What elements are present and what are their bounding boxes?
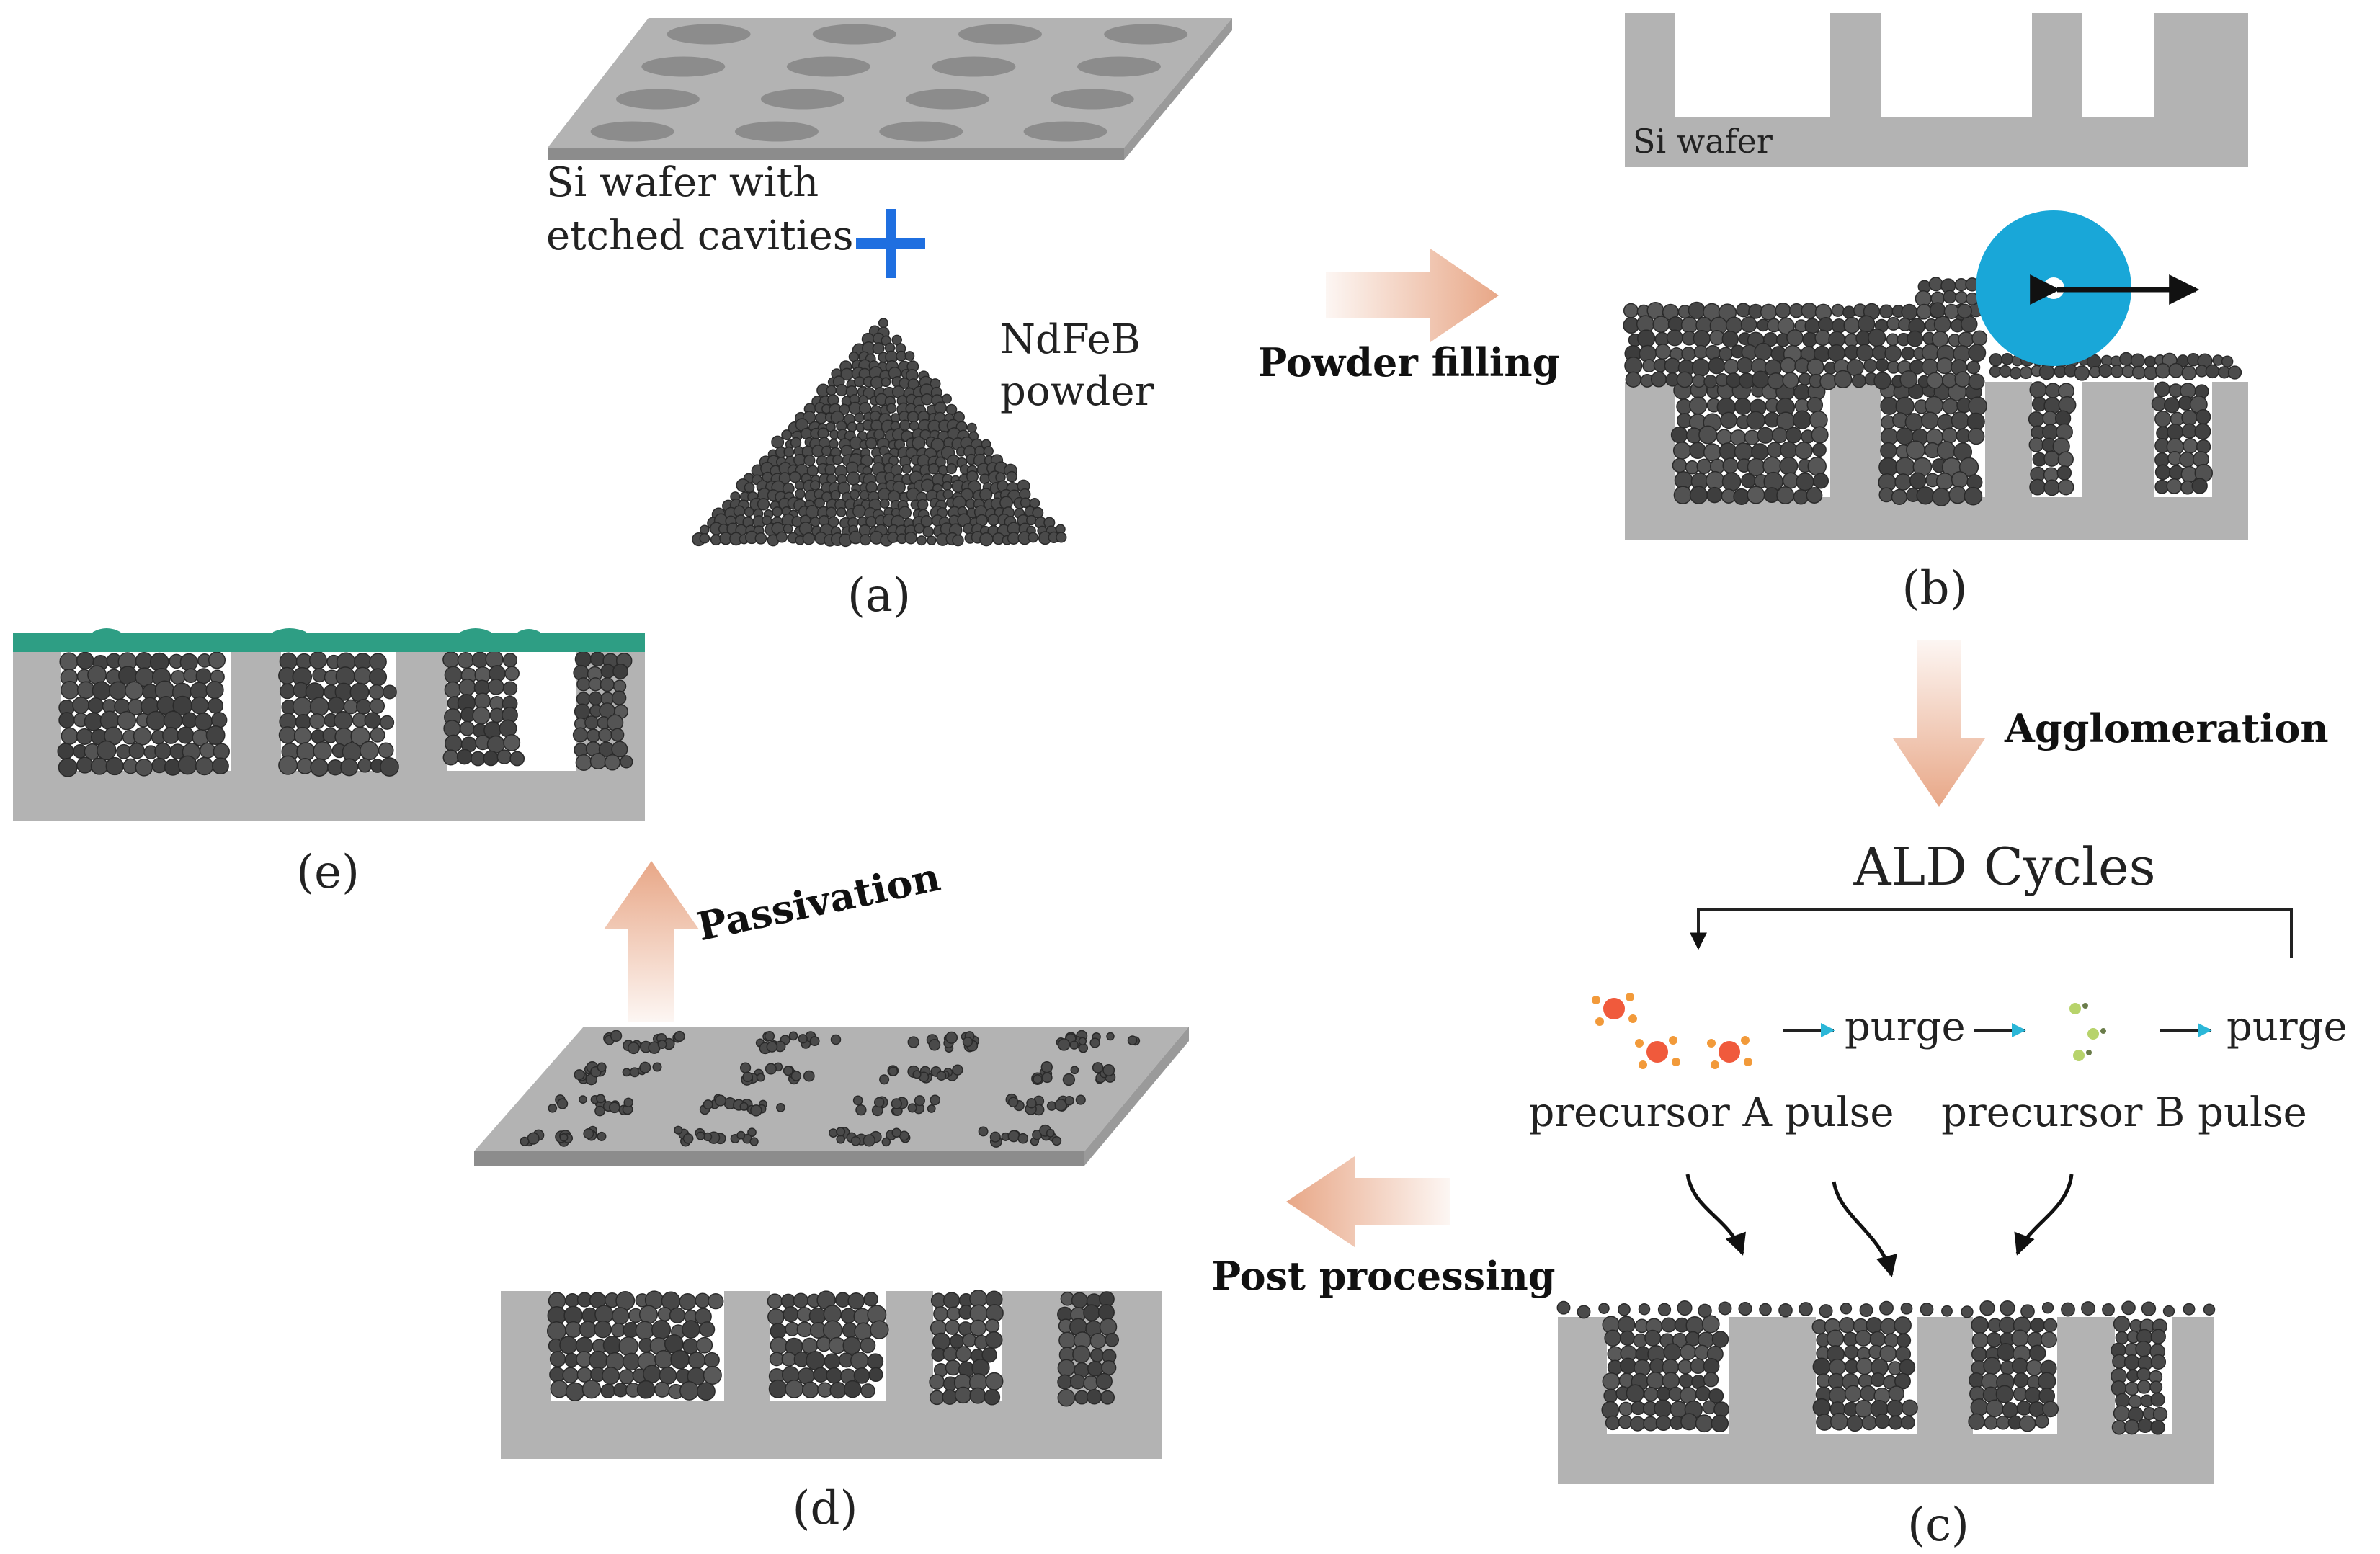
panel-a: Si wafer with etched cavities NdFeB powd… (546, 18, 1232, 622)
arrow-agglomeration (1893, 640, 1985, 807)
passivated-wafer-e (13, 628, 645, 821)
filled-cavity-grid (520, 1030, 1141, 1148)
curved-arrow-1 (1685, 1174, 1746, 1256)
perspective-wafer-a (548, 18, 1232, 160)
powder-particles (546, 1290, 1120, 1407)
arrow-powder-filling (1326, 249, 1499, 342)
molecule-icon (1592, 993, 1752, 1069)
panel-b: Si wafer (b) (1623, 13, 2248, 615)
ald-cycle-bracket (1690, 908, 2293, 958)
panel-d: (d) (474, 1027, 1189, 1535)
si-wafer-cross-section (1625, 13, 2248, 167)
panel-label-d: (d) (793, 1482, 858, 1535)
cavity-grid (590, 24, 1188, 142)
coated-wafer-c (1556, 1300, 2216, 1484)
powder-particles (57, 650, 633, 777)
panel-label-e: (e) (296, 846, 360, 899)
curved-arrow-2 (1832, 1181, 1897, 1277)
panel-e: (e) (13, 628, 645, 899)
powder-label-line1: NdFeB (1000, 316, 1141, 363)
step-post-processing: Post processing (1211, 1253, 1555, 1299)
plus-icon (856, 209, 925, 278)
arrow-passivation (604, 861, 699, 1022)
filled-wafer-b (1623, 277, 2248, 540)
panel-label-b: (b) (1902, 562, 1968, 615)
passivation-layer (13, 633, 645, 652)
panel-label-c: (c) (1907, 1499, 1969, 1552)
powder-label-line2: powder (1000, 368, 1154, 415)
purge-label-2: purge (2227, 1004, 2348, 1050)
step-passivation: Passivation (693, 854, 944, 950)
curved-arrow-3 (2014, 1174, 2074, 1256)
arrow-post-processing (1286, 1156, 1450, 1247)
step-agglomeration: Agglomeration (2004, 705, 2329, 751)
perspective-wafer-d (474, 1027, 1189, 1166)
step-powder-filling: Powder filling (1258, 339, 1560, 385)
processed-wafer-d (501, 1290, 1162, 1459)
wafer-label-line2: etched cavities (546, 213, 853, 259)
ald-cycles-title: ALD Cycles (1853, 836, 2155, 897)
powder-particles (1556, 1300, 2216, 1435)
powder-pile (692, 318, 1067, 548)
precursor-b-label: precursor B pulse (1941, 1089, 2307, 1136)
precursor-a-label: precursor A pulse (1529, 1089, 1894, 1136)
panel-label-a: (a) (847, 569, 911, 622)
si-wafer-label: Si wafer (1633, 122, 1773, 161)
molecule-icon (2069, 1003, 2106, 1061)
panel-c: ALD Cycles purge purge precursor A pulse… (1529, 836, 2348, 1552)
wafer-label-line1: Si wafer with (546, 159, 819, 206)
purge-label-1: purge (1845, 1004, 1966, 1050)
